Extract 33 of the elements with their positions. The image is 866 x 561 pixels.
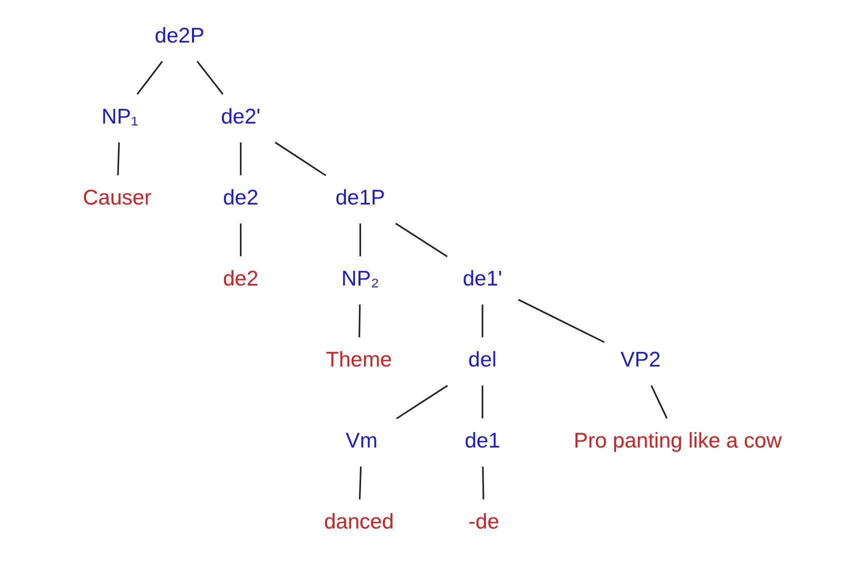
connector: [117, 142, 120, 176]
node-text: Theme: [326, 348, 392, 372]
node-text: de1P: [335, 186, 386, 210]
node-text: Pro panting like a cow: [574, 428, 782, 453]
connector: [240, 223, 242, 256]
node-text: de1': [462, 266, 502, 291]
node-text: NP₂: [341, 266, 380, 291]
node-text: de1: [464, 428, 500, 453]
connector: [482, 304, 484, 338]
node-text: de2P: [154, 23, 204, 48]
connector: [650, 385, 668, 419]
connector: [136, 60, 163, 95]
connector: [396, 384, 448, 420]
connector: [482, 466, 484, 500]
node-text: del: [468, 348, 497, 372]
connector: [518, 298, 605, 343]
node-text: de2: [222, 266, 258, 291]
connector: [358, 466, 362, 500]
node-text: de2: [222, 186, 258, 210]
connector: [274, 142, 326, 176]
node-text: -de: [468, 510, 500, 534]
node-text: Vm: [346, 428, 378, 453]
connector: [240, 142, 242, 176]
node-text: danced: [324, 510, 394, 534]
connector: [358, 304, 361, 338]
node-text: Causer: [82, 186, 152, 210]
connector: [359, 223, 362, 256]
node-text: VP2: [620, 348, 661, 372]
connector: [482, 386, 484, 418]
connector: [196, 60, 224, 95]
node-text: NP₁: [101, 104, 138, 128]
node-text: de2': [220, 104, 260, 128]
connector: [395, 222, 448, 258]
